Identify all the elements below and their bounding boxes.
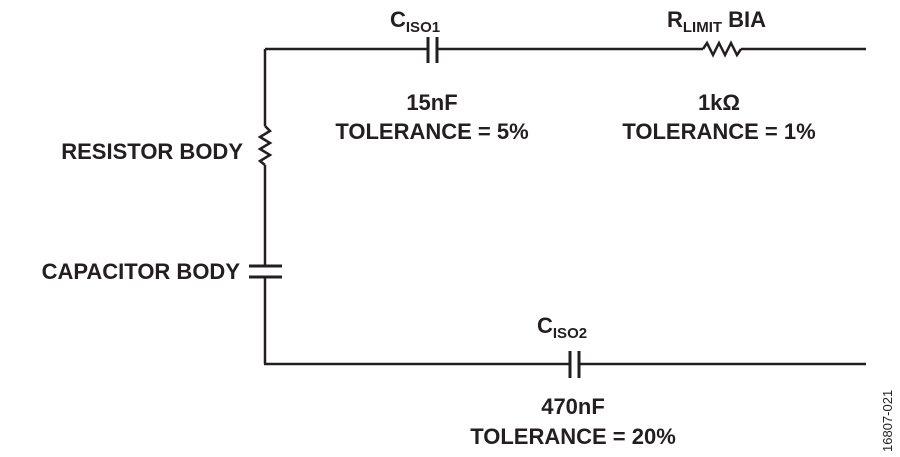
ciso2-value: 470nF (541, 394, 605, 419)
ciso1-tolerance: TOLERANCE = 5% (335, 119, 528, 144)
resistor-body-label: RESISTOR BODY (61, 139, 243, 164)
rlimit-tolerance: TOLERANCE = 1% (622, 119, 815, 144)
rlimit-label: RLIMIT BIA (667, 7, 766, 36)
figure-id: 16807-021 (880, 390, 895, 452)
ciso2-tolerance: TOLERANCE = 20% (470, 424, 676, 449)
ciso1-label: CISO1 (390, 7, 440, 36)
rlimit-resistor-symbol (701, 40, 743, 58)
resistor-body-symbol (257, 125, 273, 166)
rlimit-value: 1kΩ (698, 90, 740, 115)
capacitor-body-label: CAPACITOR BODY (42, 259, 241, 284)
ciso2-label: CISO2 (537, 313, 587, 342)
ciso1-value: 15nF (406, 90, 457, 115)
